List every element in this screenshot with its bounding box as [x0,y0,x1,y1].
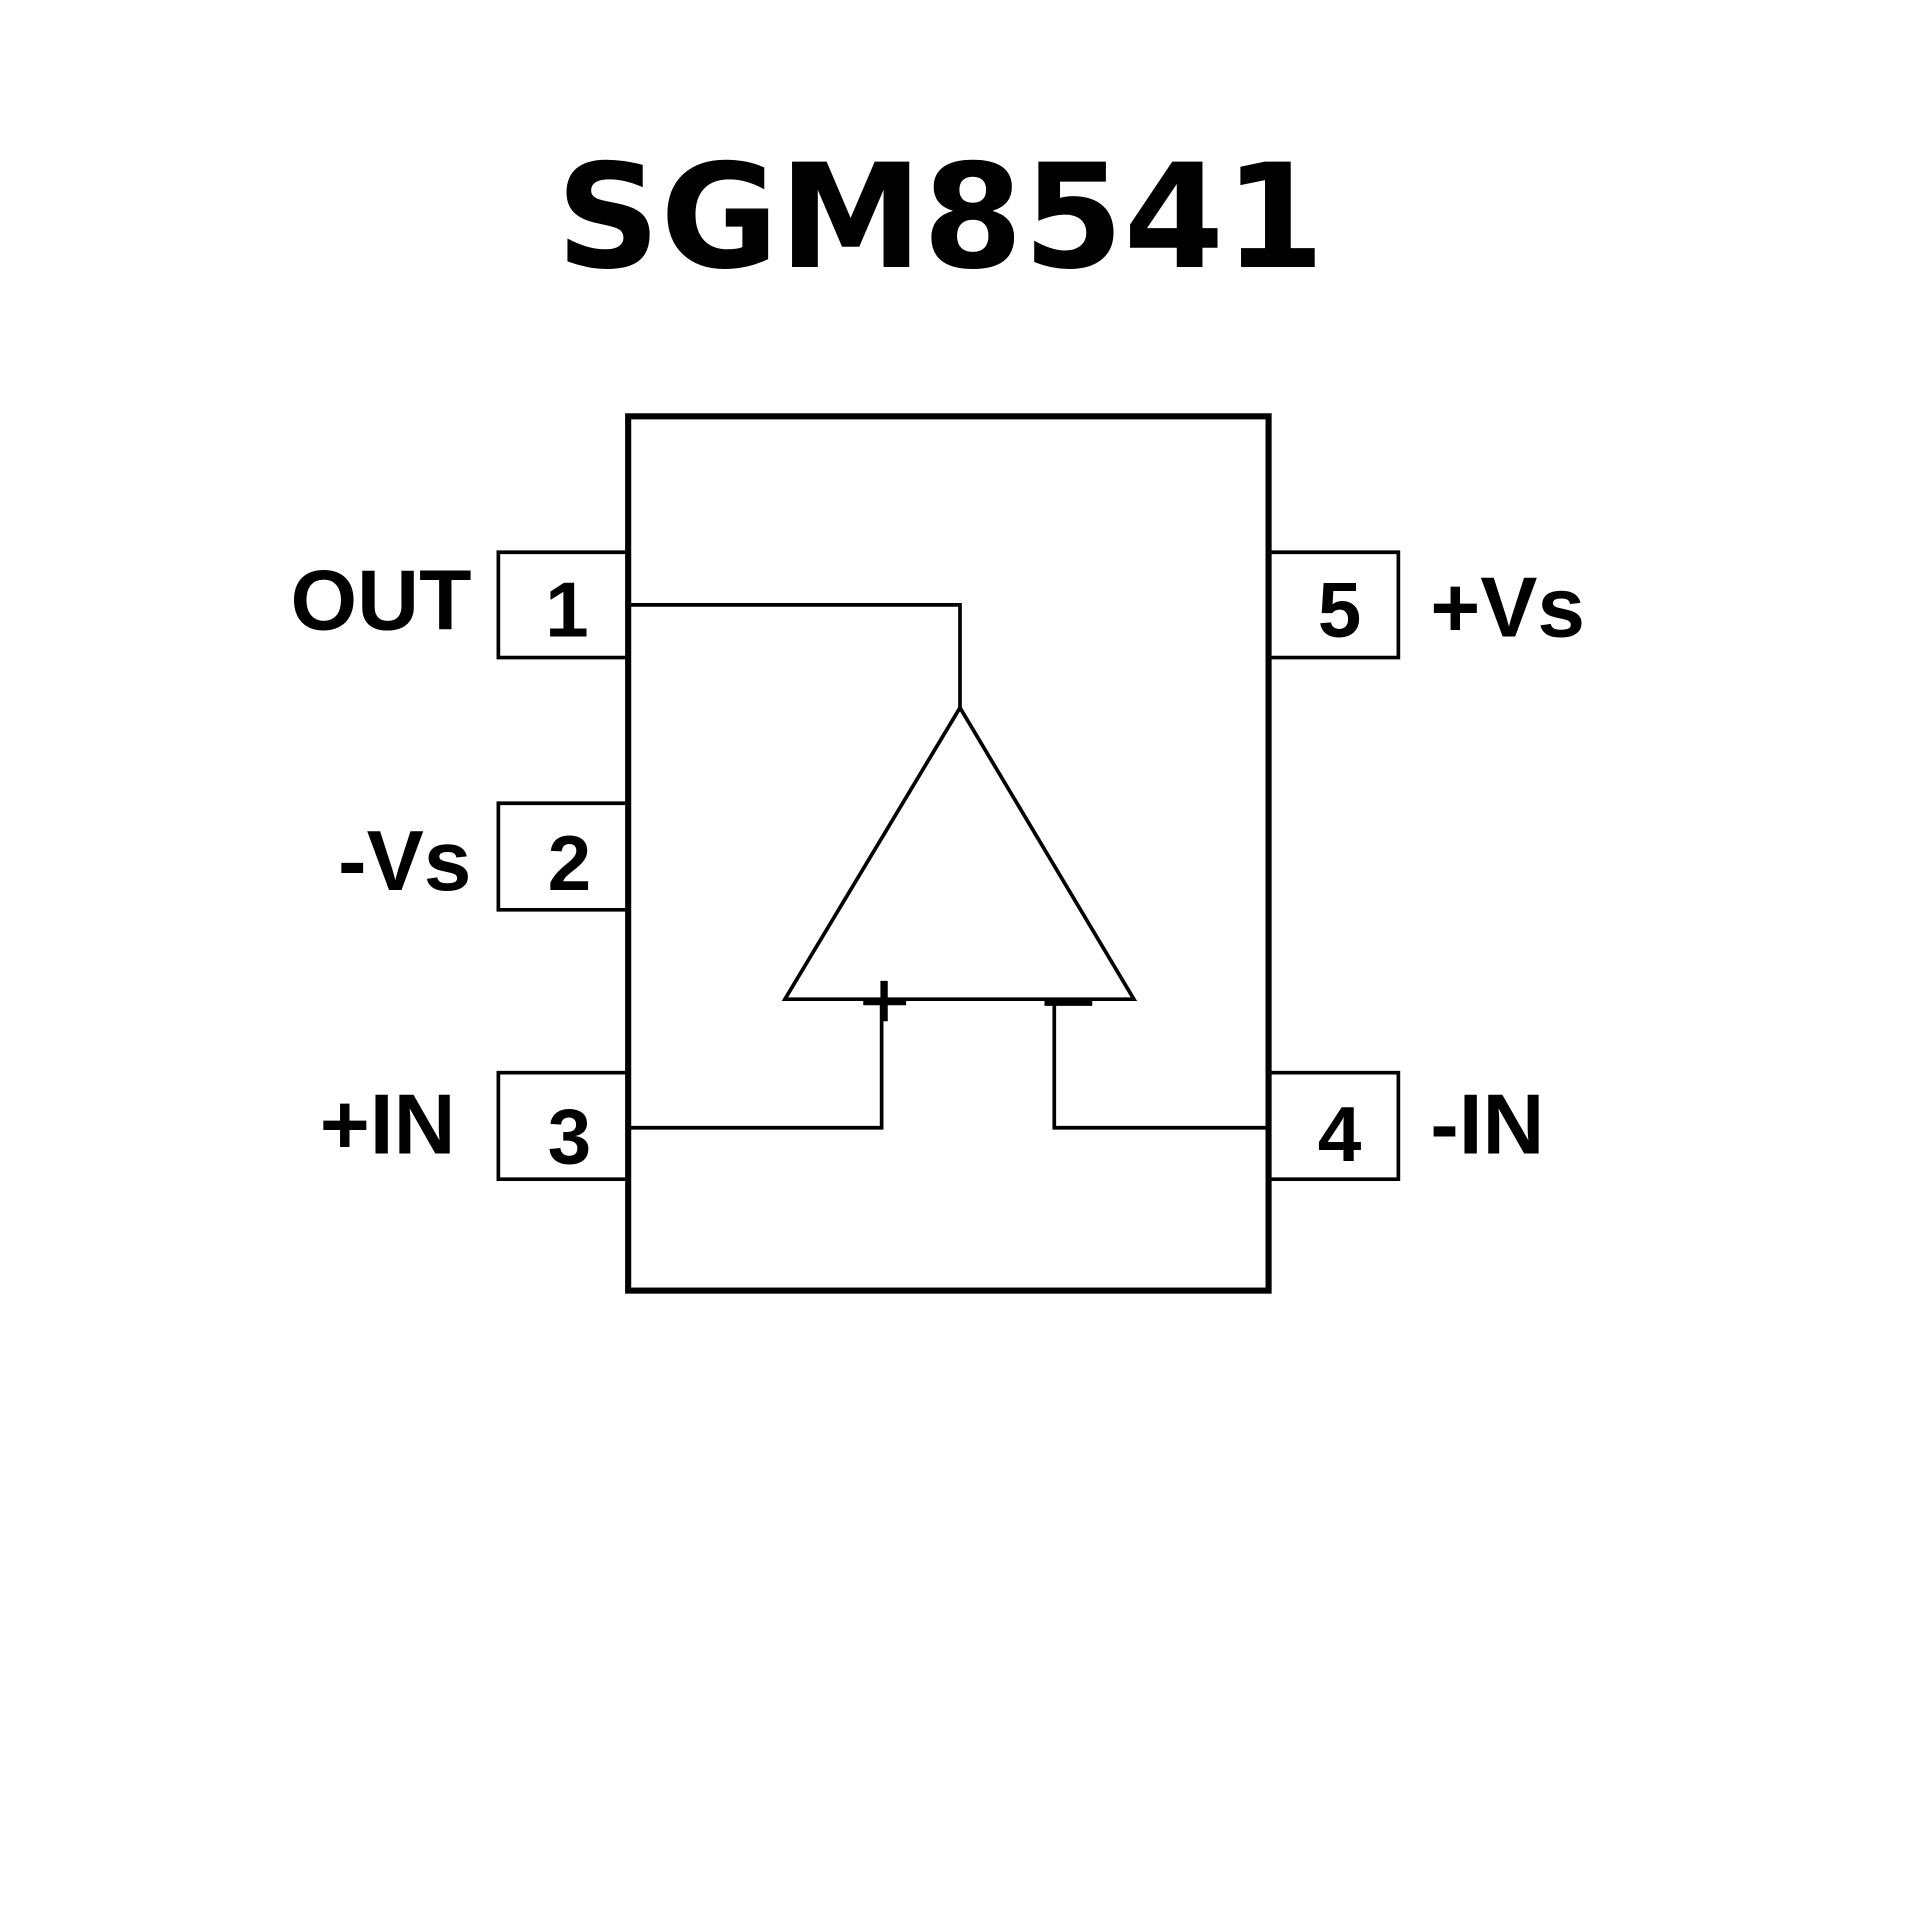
pin-1: 1 OUT [291,550,627,660]
pin-5: 5 +Vs [1269,550,1585,660]
pin-3-number: 3 [548,1092,592,1180]
pin-1-label: OUT [291,552,472,648]
inverting-input-wire [1052,999,1267,1130]
chip-body [625,413,1272,1294]
pin-5-number: 5 [1318,566,1362,654]
opamp-triangle [781,704,1138,1002]
pin-2-number: 2 [548,819,592,907]
pin-3-label: +IN [320,1076,456,1172]
pin-4-label: -IN [1430,1076,1544,1172]
chip-title: SGM8541 [556,134,1324,302]
plus-symbol [863,980,907,1022]
pin-1-number: 1 [545,566,589,654]
pin-2: 2 -Vs [338,801,627,912]
pin-4: 4 -IN [1269,1070,1544,1182]
pin-3: 3 +IN [320,1070,627,1182]
pin-4-number: 4 [1318,1090,1362,1178]
pin-5-label: +Vs [1430,560,1585,656]
noninverting-input-wire [629,999,884,1130]
pin-2-label: -Vs [338,813,471,909]
output-wire [629,603,962,708]
